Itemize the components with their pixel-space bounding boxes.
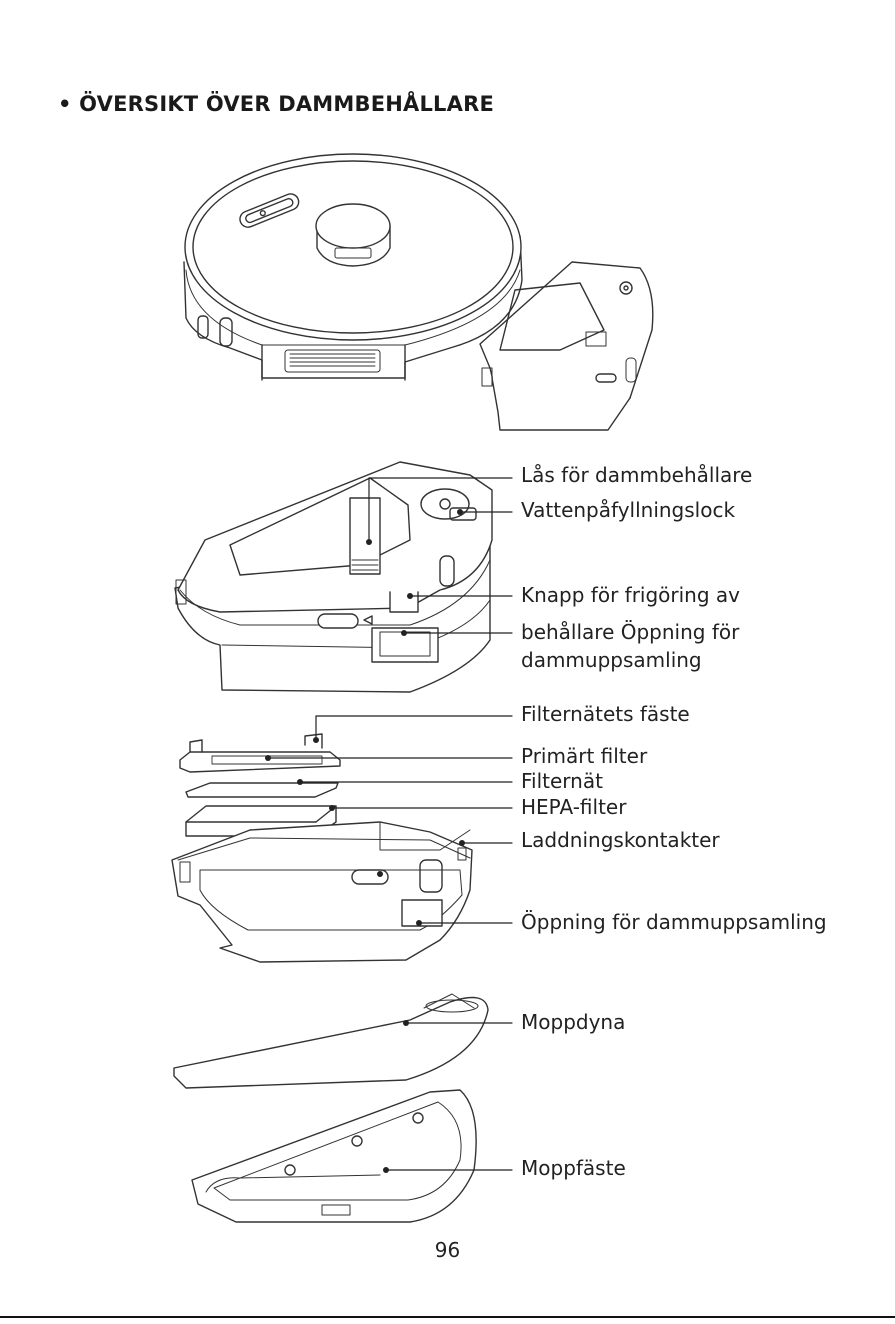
label-dustbin-lock: Lås för dammbehållare	[521, 463, 752, 488]
label-hepa-filter: HEPA-filter	[521, 795, 626, 820]
label-charging-contacts: Laddningskontakter	[521, 828, 720, 853]
label-release-button: Knapp för frigöring av	[521, 583, 740, 608]
label-filter-net-holder: Filternätets fäste	[521, 702, 690, 727]
filter-net-illustration	[186, 783, 338, 797]
page-bottom-rule	[0, 1316, 895, 1318]
page-number: 96	[0, 1238, 895, 1262]
mop-pad-illustration	[174, 994, 488, 1088]
label-filter-net: Filternät	[521, 769, 603, 794]
label-release-button-cont: behållare Öppning för	[521, 620, 739, 645]
label-dust-opening-cont: dammuppsamling	[521, 648, 702, 673]
dustbin-housing-illustration	[172, 822, 472, 962]
label-primary-filter: Primärt filter	[521, 744, 647, 769]
dustbin-assembled-illustration	[175, 462, 492, 692]
label-mop-pad: Moppdyna	[521, 1010, 625, 1035]
mop-holder-illustration	[192, 1090, 476, 1222]
label-dust-collection-opening: Öppning för dammuppsamling	[521, 910, 827, 935]
label-mop-holder: Moppfäste	[521, 1156, 626, 1181]
robot-vacuum-illustration	[184, 154, 522, 380]
label-water-fill-cap: Vattenpåfyllningslock	[521, 498, 735, 523]
